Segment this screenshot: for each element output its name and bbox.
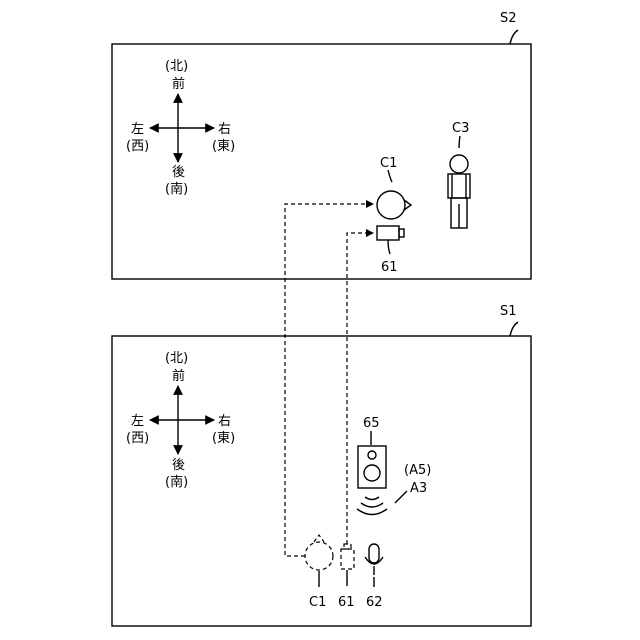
front-label: 前: [172, 76, 185, 92]
room-s1-leader: [510, 322, 518, 336]
camera-upper: 61: [377, 226, 404, 275]
left-label-lower: 左: [131, 414, 144, 429]
connections: [285, 200, 374, 556]
speaker-label: 65: [363, 416, 380, 431]
right-label-lower: 右: [218, 414, 231, 429]
c1-upper-label: C1: [380, 156, 397, 171]
speaker-icon: [358, 446, 386, 488]
camera-lower: 61: [338, 544, 355, 610]
south-label-lower: (南): [165, 474, 188, 490]
connection-c1-arrowhead: [366, 200, 374, 208]
front-label-lower: 前: [172, 368, 185, 384]
camera-icon-dashed: [341, 544, 354, 569]
head-icon: [377, 191, 411, 219]
a3-label: A3: [410, 481, 427, 496]
room-s1-label: S1: [500, 304, 517, 319]
south-label: (南): [165, 181, 188, 197]
compass-upper: (北) 前 左 (西) 右 (東) 後 (南): [126, 59, 235, 197]
camera-upper-label: 61: [381, 260, 398, 275]
left-label: 左: [131, 122, 144, 137]
microphone-icon: [365, 544, 383, 575]
head-icon-dashed: [305, 535, 333, 570]
west-label-lower: (西): [126, 431, 149, 446]
room-s2-label: S2: [500, 11, 517, 26]
c1-lower: C1: [305, 535, 333, 610]
north-label: (北): [165, 59, 188, 74]
c1-upper: C1: [377, 156, 411, 219]
right-label: 右: [218, 122, 231, 137]
c1-upper-leader: [388, 170, 392, 182]
north-label-lower: (北): [165, 351, 188, 366]
room-s2-leader: [510, 30, 518, 44]
room-s2: S2: [112, 11, 531, 279]
connection-c1: [285, 204, 366, 556]
a5-label: (A5): [404, 463, 431, 478]
c1-lower-label: C1: [309, 595, 326, 610]
c3-label: C3: [452, 121, 469, 136]
c3-leader: [459, 136, 460, 148]
camera-lower-label: 61: [338, 595, 355, 610]
east-label-lower: (東): [212, 430, 235, 446]
connection-camera-arrowhead: [366, 229, 374, 237]
compass-lower: (北) 前 左 (西) 右 (東) 後 (南): [126, 351, 235, 490]
camera-icon: [377, 226, 404, 240]
speaker-group: 65 (A5) A3: [357, 416, 431, 515]
west-label: (西): [126, 139, 149, 154]
person-icon: [448, 155, 470, 228]
back-label: 後: [172, 165, 185, 180]
camera-upper-leader: [388, 240, 390, 254]
microphone-group: 62: [365, 544, 383, 610]
mic-label: 62: [366, 595, 383, 610]
east-label: (東): [212, 138, 235, 154]
c3-person: C3: [448, 121, 470, 228]
sound-wave-icon: [357, 497, 387, 515]
back-label-lower: 後: [172, 458, 185, 473]
a3-leader: [395, 491, 407, 503]
